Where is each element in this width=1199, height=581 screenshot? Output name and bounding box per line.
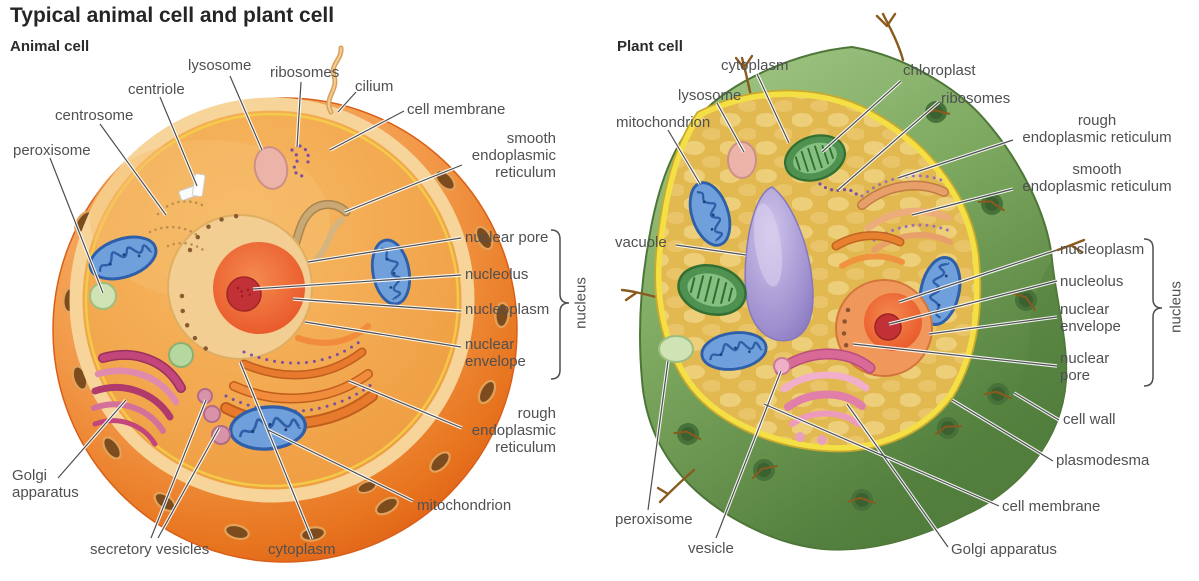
label-animal-ribosomes: ribosomes (270, 64, 340, 81)
animal-golgi-apparatus (91, 349, 186, 447)
plant-vacuole (744, 186, 814, 342)
label-animal-nuclear-envelope: nuclear envelope (465, 336, 526, 370)
label-plant-chloroplast: chloroplast (903, 62, 976, 79)
nucleus-brace-plant (1143, 238, 1163, 387)
plant-cell-illustration (620, 12, 1086, 551)
label-animal-nucleoplasm: nucleoplasm (465, 301, 550, 318)
label-animal-nucleolus: nucleolus (465, 266, 529, 283)
plant-rough-er (857, 174, 954, 253)
label-animal-rough-er: rough endoplasmic reticulum (471, 405, 556, 456)
animal-cell-membrane-line (84, 112, 460, 488)
label-plant-nuclear-envelope: nuclear envelope (1060, 301, 1121, 335)
leader-lines-plant (646, 73, 1060, 548)
animal-nucleolus (226, 276, 262, 312)
animal-cell-heading: Animal cell (10, 38, 90, 55)
animal-green-vesicle (168, 342, 194, 368)
label-plant-plasmodesma: plasmodesma (1056, 452, 1150, 469)
label-plant-ribosomes: ribosomes (941, 90, 1011, 107)
label-animal-golgi-apparatus: Golgi apparatus (12, 467, 79, 501)
animal-ribosomes (290, 144, 310, 178)
plant-smooth-er (831, 231, 905, 269)
plant-nucleolus (874, 313, 902, 341)
plant-peroxisome (658, 335, 694, 363)
label-animal-mitochondrion: mitochondrion (417, 497, 512, 514)
label-animal-cytoplasm: cytoplasm (268, 541, 336, 558)
animal-cilium (326, 45, 344, 115)
label-animal-nucleus: nucleus (572, 277, 590, 329)
label-plant-nuclear-pore: nuclear pore (1060, 350, 1110, 384)
nucleus-brace-animal (550, 229, 570, 380)
label-plant-nucleolus: nucleolus (1060, 273, 1124, 290)
plant-nuclear-pores (841, 307, 855, 359)
label-animal-cilium: cilium (355, 78, 394, 95)
animal-cell-illustration (52, 45, 518, 563)
plant-vesicle (773, 357, 791, 375)
plant-cell-heading: Plant cell (617, 38, 683, 55)
label-plant-peroxisome: peroxisome (615, 511, 693, 528)
label-plant-vacuole: vacuole (615, 234, 667, 251)
label-plant-cell-wall: cell wall (1063, 411, 1116, 428)
label-animal-cell-membrane: cell membrane (407, 101, 506, 118)
label-plant-golgi-apparatus: Golgi apparatus (951, 541, 1057, 558)
label-animal-centrosome: centrosome (55, 107, 134, 124)
plant-surface-bristles (620, 12, 1086, 504)
label-animal-nuclear-pore: nuclear pore (465, 229, 549, 246)
plant-ribosomes (818, 182, 860, 198)
page-title: Typical animal cell and plant cell (10, 4, 335, 27)
label-plant-cell-membrane: cell membrane (1002, 498, 1101, 515)
label-plant-rough-er: rough endoplasmic reticulum (1022, 112, 1172, 146)
leader-lines-animal (48, 75, 463, 540)
label-plant-smooth-er: smooth endoplasmic reticulum (1022, 161, 1172, 195)
label-plant-lysosome: lysosome (678, 87, 742, 104)
label-animal-lysosome: lysosome (188, 57, 252, 74)
animal-peroxisome (89, 282, 117, 310)
label-plant-vesicle: vesicle (688, 540, 734, 557)
label-animal-peroxisome: peroxisome (13, 142, 91, 159)
label-animal-secretory-vesicles: secretory vesicles (90, 541, 210, 558)
plant-lysosome (727, 141, 757, 179)
label-plant-nucleus: nucleus (1167, 281, 1185, 333)
animal-lysosome (253, 146, 289, 190)
label-animal-smooth-er: smooth endoplasmic reticulum (471, 130, 556, 181)
plant-wall-shading (815, 260, 1067, 550)
animal-nuclear-pores (179, 213, 243, 353)
label-plant-cytoplasm: cytoplasm (721, 57, 789, 74)
label-plant-nucleoplasm: nucleoplasm (1060, 241, 1145, 258)
label-animal-centriole: centriole (128, 81, 185, 98)
label-plant-mitochondrion: mitochondrion (616, 114, 711, 131)
